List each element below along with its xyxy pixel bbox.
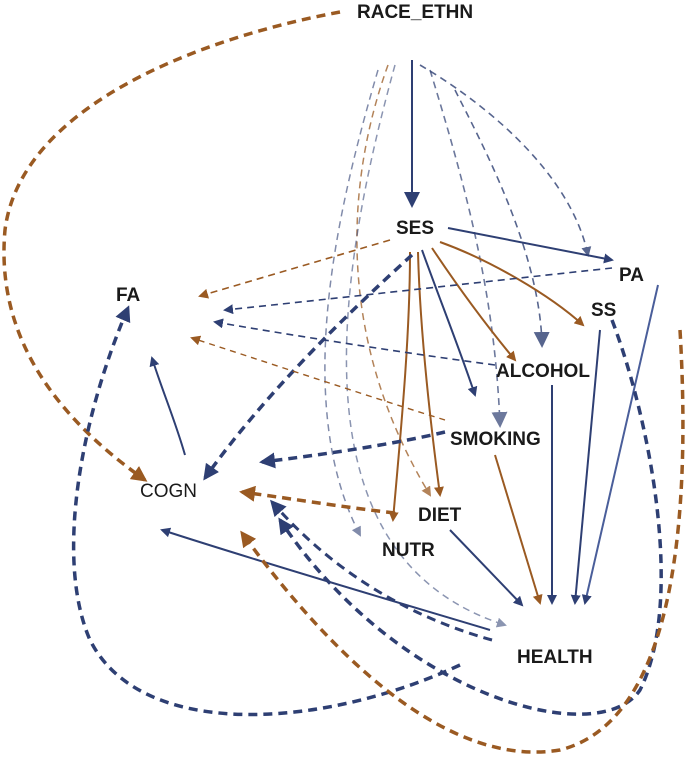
edge-diet-health — [449, 529, 524, 607]
node-cogn: COGN — [140, 481, 197, 502]
edge-smoking-cogn-thick — [259, 430, 446, 469]
edge-smoking-cogn — [190, 335, 446, 421]
node-ss: SS — [591, 300, 617, 321]
node-smoking: SMOKING — [450, 429, 541, 450]
edge-right-cogn — [240, 329, 685, 754]
edge-cogn-fa — [149, 356, 186, 456]
node-ses: SES — [396, 218, 435, 239]
edge-race-pa — [419, 64, 592, 257]
node-nutr: NUTR — [382, 540, 435, 561]
edge-ses-smoking — [421, 249, 478, 397]
edge-ses-pa — [447, 227, 614, 264]
edge-ses-alcohol — [431, 247, 517, 362]
edge-race-nutr — [324, 69, 379, 537]
edge-diet-cogn — [239, 485, 396, 515]
edge-health-cogn-dashed — [270, 499, 493, 642]
edge-race-smoking — [429, 69, 508, 428]
node-fa: FA — [116, 285, 141, 306]
node-health: HEALTH — [517, 647, 593, 668]
edge-race-alcohol — [454, 89, 550, 348]
edge-ss-cogn — [278, 319, 663, 716]
edge-ses-fa — [198, 239, 391, 299]
edge-ses-nutr — [388, 251, 411, 522]
node-race-ethn: RACE_ETHN — [357, 2, 474, 23]
edge-ses-diet — [417, 251, 444, 497]
edge-smoking-health — [494, 454, 543, 605]
node-diet: DIET — [418, 505, 462, 526]
edge-race-diet — [356, 64, 432, 497]
edge-race-cogn — [2, 10, 341, 482]
edge-ss-health — [570, 329, 601, 605]
edge-pa-cogn — [223, 267, 613, 315]
node-pa: PA — [619, 265, 644, 286]
edge-health-fa — [71, 305, 461, 717]
edge-alcohol-cogn — [213, 318, 496, 366]
edge-pa-health — [581, 284, 659, 605]
edge-ses-cogn — [203, 253, 414, 481]
edge-ses-ss — [439, 241, 585, 327]
edge-race-health — [345, 64, 507, 628]
node-alcohol: ALCOHOL — [496, 361, 590, 382]
